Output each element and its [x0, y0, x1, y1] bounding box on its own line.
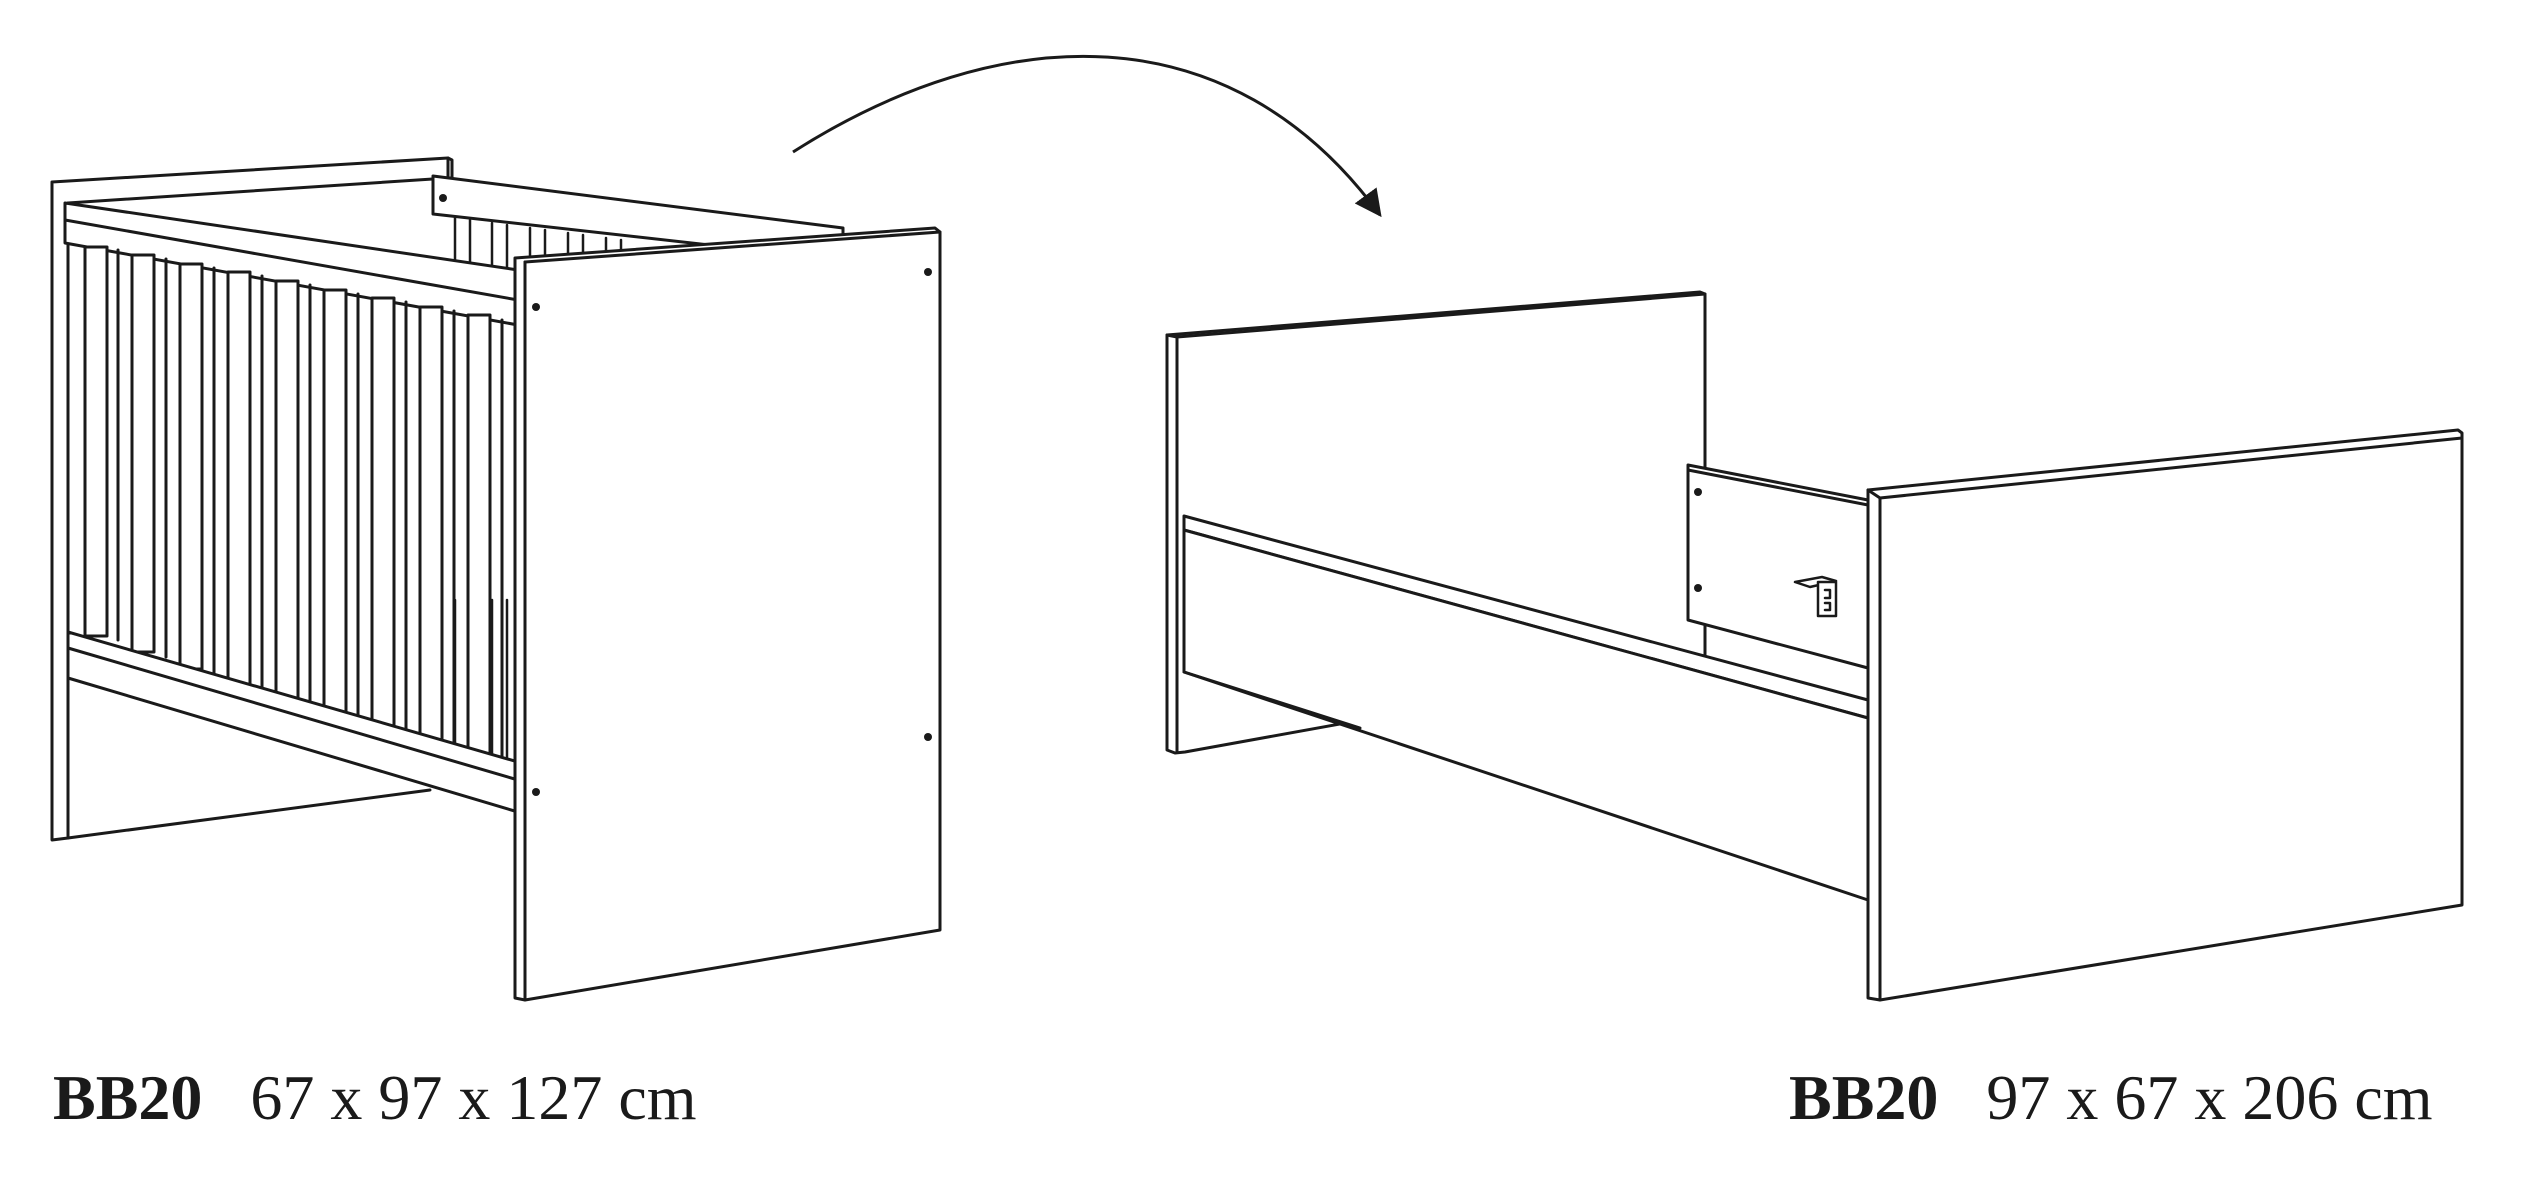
- bed-dimensions-label: 97 x 67 x 206 cm: [1986, 1062, 2433, 1133]
- crib-front-slats: [83, 245, 504, 775]
- bed-footboard: [1866, 428, 2464, 1002]
- crib-front-end-panel: [513, 226, 942, 1002]
- bed-model-label: BB20: [1789, 1062, 1939, 1133]
- conversion-arrow: [792, 54, 1382, 218]
- crib-dimensions-label: 67 x 97 x 127 cm: [250, 1062, 697, 1133]
- bed-illustration: [1165, 290, 2464, 1002]
- crib-caption: BB20 67 x 97 x 127 cm: [53, 1060, 697, 1136]
- crib-illustration: [50, 156, 942, 1002]
- bed-guard-rail: [1686, 463, 1870, 670]
- bracket-icon: [1793, 575, 1838, 618]
- bed-caption: BB20 97 x 67 x 206 cm: [1789, 1060, 2433, 1136]
- crib-model-label: BB20: [53, 1062, 203, 1133]
- crib-base-edge: [66, 788, 432, 840]
